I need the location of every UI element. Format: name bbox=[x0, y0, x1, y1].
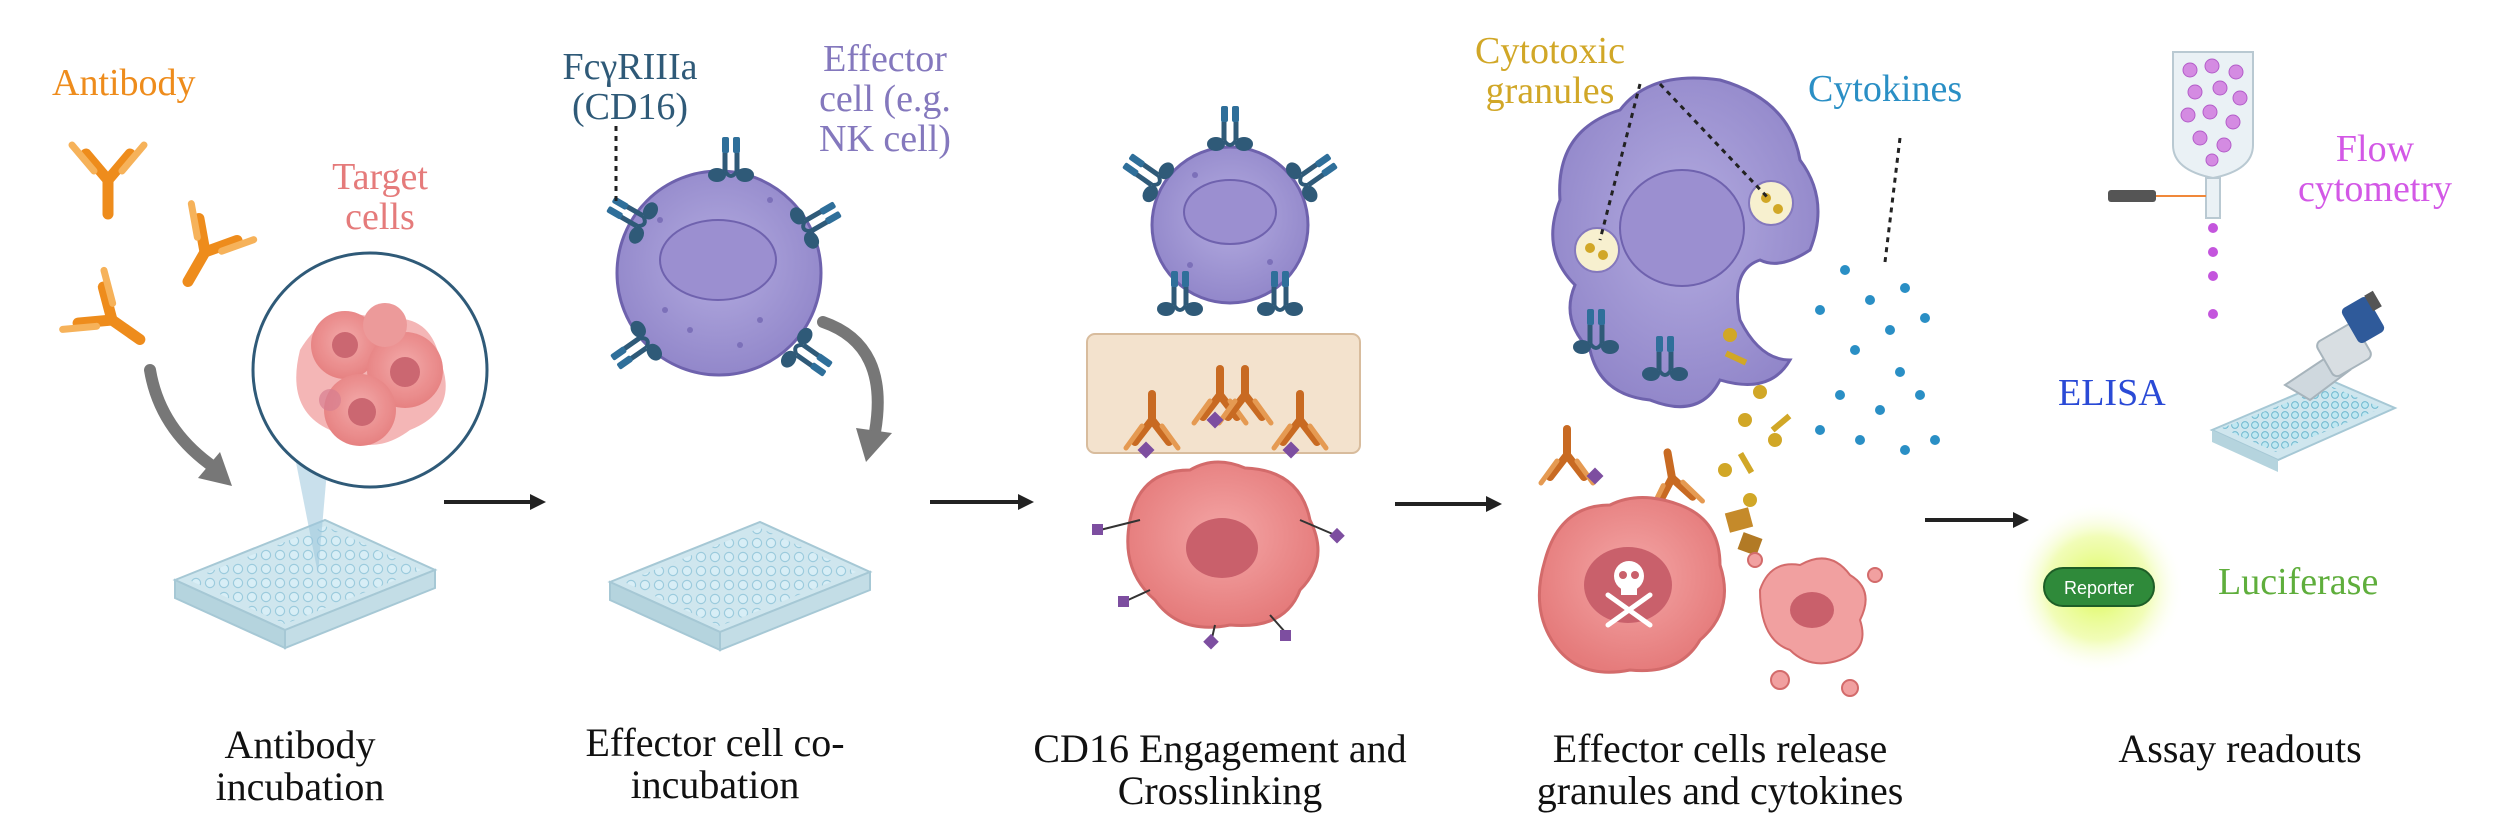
activated-effector-cell bbox=[1551, 76, 1820, 409]
step-3-caption: CD16 Engagement and Crosslinking bbox=[1000, 728, 1440, 812]
reporter-pill bbox=[2043, 567, 2155, 607]
step-4-line-1: Effector cells release bbox=[1552, 726, 1888, 771]
granules-pointer-2 bbox=[1658, 82, 1772, 202]
step-1-caption: Antibody incubation bbox=[150, 724, 450, 808]
lysed-cell-fragments bbox=[1747, 552, 1883, 697]
target-cells-label: Target cells bbox=[310, 156, 450, 238]
engagement-target-cell bbox=[1092, 460, 1345, 650]
step2-curved-arrowhead bbox=[856, 428, 892, 462]
cytokines-label: Cytokines bbox=[1808, 68, 1963, 110]
well-plate-icon-2 bbox=[609, 521, 871, 651]
flow-cytometer-icon bbox=[2108, 51, 2254, 319]
step-2-line-2: incubation bbox=[630, 762, 800, 807]
step-5-line-1: Assay readouts bbox=[2118, 726, 2362, 771]
cytokine-particles bbox=[1815, 265, 1940, 455]
flow-cytometry-label: Flow cytometry bbox=[2270, 128, 2480, 210]
effector-cell-nk bbox=[599, 137, 849, 388]
step-2-caption: Effector cell co- incubation bbox=[555, 722, 875, 806]
granules-line-2: granules bbox=[1485, 69, 1615, 112]
receptor-line-1: FcγRIIIa bbox=[562, 46, 698, 88]
antibody-label: Antibody bbox=[52, 62, 196, 104]
target-cells-magnifier bbox=[251, 251, 489, 489]
step-1-line-2: incubation bbox=[215, 764, 385, 809]
step-4-caption: Effector cells release granules and cyto… bbox=[1500, 728, 1940, 812]
right-arrow-icon-4 bbox=[1925, 512, 2029, 528]
step1-curved-arrowhead bbox=[198, 452, 232, 486]
effector-line-3: NK cell) bbox=[819, 117, 951, 160]
right-arrow-icon bbox=[444, 494, 546, 510]
granule-particles bbox=[1718, 328, 1792, 556]
flow-line-2: cytometry bbox=[2297, 167, 2453, 210]
receptor-line-2: (CD16) bbox=[571, 85, 689, 128]
right-arrow-icon-3 bbox=[1395, 496, 1502, 512]
step1-curved-arrow bbox=[144, 364, 221, 474]
flow-line-1: Flow bbox=[2335, 128, 2415, 170]
pipette-icon bbox=[2209, 290, 2398, 472]
well-plate-icon bbox=[174, 519, 436, 649]
step-3-line-1: CD16 Engagement and bbox=[1033, 726, 1407, 771]
step-1-line-1: Antibody bbox=[224, 722, 376, 767]
luciferase-label: Luciferase bbox=[2218, 561, 2379, 603]
elisa-label: ELISA bbox=[2058, 372, 2166, 414]
step4-antibodies bbox=[1541, 429, 1702, 510]
right-arrow-icon-2 bbox=[930, 494, 1034, 510]
effector-line-2: cell (e.g. bbox=[819, 77, 951, 120]
step-5-caption: Assay readouts bbox=[2040, 728, 2440, 770]
reporter-label: Reporter bbox=[2064, 578, 2134, 598]
receptor-label: FcγRIIIa (CD16) bbox=[530, 46, 730, 128]
target-cells-line-1: Target bbox=[332, 156, 428, 198]
skull-crossbones-icon bbox=[1605, 561, 1653, 628]
engagement-effector-cell bbox=[1114, 106, 1346, 305]
step-4-line-2: granules and cytokines bbox=[1536, 768, 1904, 813]
cytokines-pointer bbox=[1883, 137, 1902, 263]
target-cells-line-2: cells bbox=[345, 195, 415, 238]
granules-label: Cytotoxic granules bbox=[1440, 30, 1660, 112]
effector-label: Effector cell (e.g. NK cell) bbox=[790, 38, 980, 160]
step1-antibodies bbox=[63, 145, 254, 369]
step-2-line-1: Effector cell co- bbox=[585, 720, 845, 765]
effector-line-1: Effector bbox=[823, 38, 947, 80]
granules-pointer-1 bbox=[1598, 83, 1642, 241]
step-3-line-2: Crosslinking bbox=[1117, 768, 1323, 813]
step2-curved-arrow bbox=[817, 316, 884, 438]
granules-line-1: Cytotoxic bbox=[1475, 30, 1625, 72]
